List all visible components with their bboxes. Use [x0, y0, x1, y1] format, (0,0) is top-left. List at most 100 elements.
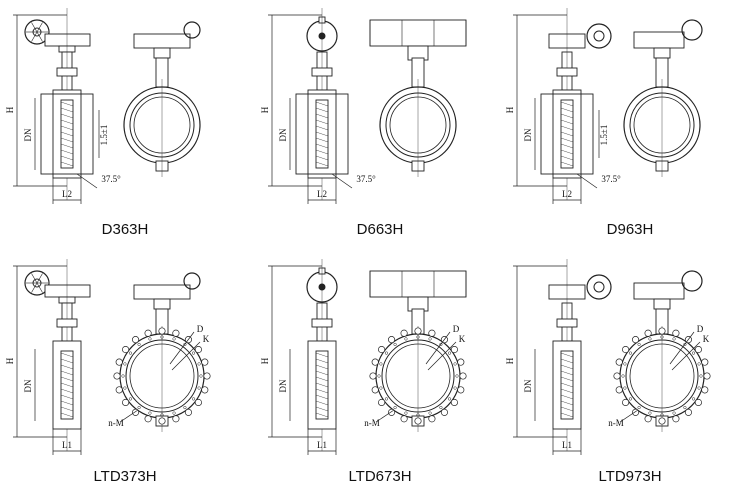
bolt-hole — [660, 335, 664, 339]
hatch-line — [60, 119, 74, 125]
bolt-lug — [703, 372, 711, 380]
hatch-line — [315, 388, 329, 394]
bolt-lug — [694, 345, 702, 354]
bolt-hole — [197, 386, 201, 390]
bolt-lug — [122, 345, 130, 354]
label-angle: 37.5° — [101, 174, 121, 184]
hatch-line — [60, 155, 74, 161]
label-k: K — [703, 334, 710, 344]
neck-flange — [311, 67, 333, 77]
label-width: L1 — [317, 440, 327, 450]
hatch-line — [560, 412, 574, 418]
neck-flange — [311, 318, 333, 328]
bolt-lug — [158, 327, 166, 335]
bolt-lug — [371, 358, 379, 366]
bolt-hole — [172, 337, 176, 341]
bolt-hole — [648, 411, 652, 415]
bolt-hole — [439, 406, 443, 410]
bolt-lug — [622, 398, 630, 407]
hatch-line — [60, 400, 74, 406]
hatch-line — [315, 107, 329, 113]
bolt-lug — [644, 415, 652, 423]
gearbox-front — [133, 33, 191, 49]
bolt-lug — [400, 415, 408, 423]
electric-front-wheel — [681, 19, 703, 41]
hatch-line — [60, 137, 74, 143]
hatch-line — [315, 352, 329, 358]
hatch-line — [60, 406, 74, 412]
leader-d — [425, 331, 451, 365]
bolt-hole — [160, 413, 164, 417]
neck-flange — [556, 67, 578, 77]
label-width: L2 — [562, 189, 572, 199]
label-nm: n-M — [108, 418, 124, 428]
bolt-lug — [428, 415, 436, 423]
hatch-line — [60, 143, 74, 149]
neck-flange — [556, 318, 578, 328]
bolt-hole — [137, 406, 141, 410]
leader-k — [671, 341, 701, 371]
hatch-line — [560, 137, 574, 143]
bolt-hole — [455, 374, 459, 378]
bolt-lug — [194, 398, 202, 407]
hatch-line — [315, 101, 329, 107]
bolt-hole — [648, 337, 652, 341]
hatch-line — [60, 364, 74, 370]
label-dn: DN — [278, 379, 288, 392]
bolt-hole — [621, 374, 625, 378]
leader-nm — [119, 409, 139, 423]
hatch-line — [560, 352, 574, 358]
bolt-lug — [459, 372, 467, 380]
hatch-line — [315, 161, 329, 167]
bolt-lug — [115, 358, 123, 366]
bolt-hole — [692, 397, 696, 401]
hatch-line — [560, 382, 574, 388]
bolt-lug — [201, 358, 209, 366]
bolt-lug — [122, 398, 130, 407]
bolt-hole — [697, 362, 701, 366]
bolt-hole — [379, 362, 383, 366]
gearbox-front — [133, 284, 191, 300]
hatch-line — [315, 113, 329, 119]
handwheel-spoke — [31, 31, 38, 42]
bolt-lug — [378, 398, 386, 407]
bolt-hole — [683, 406, 687, 410]
bolt-lug — [440, 408, 449, 416]
hatch-line — [315, 376, 329, 382]
handwheel-spoke — [31, 282, 38, 293]
hatch-line — [560, 131, 574, 137]
bolt-hole — [448, 351, 452, 355]
label-h: H — [5, 106, 15, 113]
bolt-lug — [194, 345, 202, 354]
bolt-hole — [123, 362, 127, 366]
bolt-lug — [414, 327, 422, 335]
gearbox-front-neck — [153, 298, 171, 310]
hatch-line — [315, 155, 329, 161]
label-h: H — [260, 106, 270, 113]
hatch-line — [315, 149, 329, 155]
bolt-hole — [448, 397, 452, 401]
hatch-line — [60, 352, 74, 358]
bolt-hole — [183, 342, 187, 346]
bolt-lug — [428, 329, 436, 337]
bolt-lug — [201, 386, 209, 394]
hatch-line — [560, 358, 574, 364]
bolt-lug — [457, 386, 465, 394]
label-dn: DN — [278, 128, 288, 141]
handwheel-spoke — [36, 273, 43, 284]
hatch-line — [60, 113, 74, 119]
handwheel — [24, 19, 50, 45]
electric-handwheel — [586, 274, 612, 300]
bolt-lug — [684, 408, 693, 416]
bolt-lug — [672, 329, 680, 337]
bolt-lug — [672, 415, 680, 423]
neck-flange — [56, 318, 78, 328]
bolt-lug — [387, 336, 396, 344]
label-d: D — [697, 324, 704, 334]
bolt-hole — [121, 374, 125, 378]
handwheel — [24, 270, 50, 296]
bolt-lug — [203, 372, 211, 380]
bolt-hole — [623, 362, 627, 366]
hatch-line — [560, 400, 574, 406]
